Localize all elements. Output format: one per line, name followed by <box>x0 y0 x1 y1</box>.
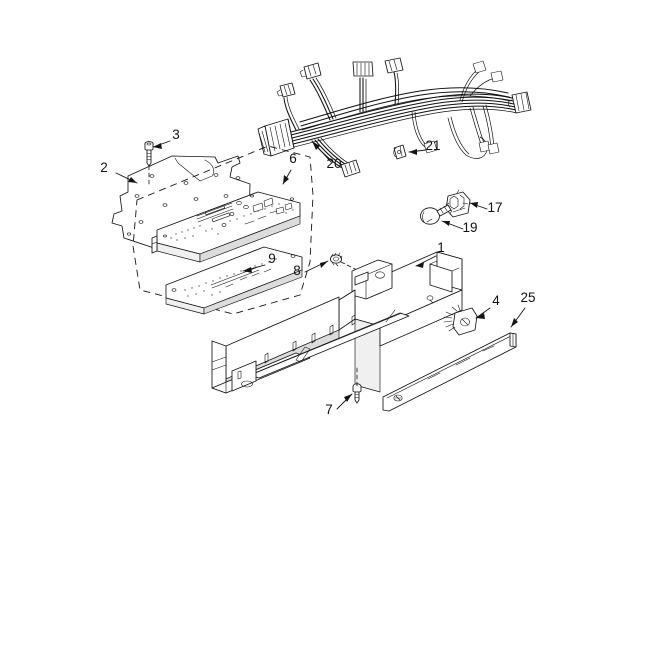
touch-pad-graphics <box>171 254 296 297</box>
callout-3: 3 <box>172 127 180 142</box>
callout-labels: 1 2 3 4 6 7 8 9 17 19 20 21 25 <box>100 127 535 417</box>
control-board-components <box>163 194 295 241</box>
harness-branch-drop-loop <box>411 111 438 154</box>
harness-right-terminal <box>507 91 532 114</box>
screw-lower-part <box>352 365 362 404</box>
callout-25: 25 <box>520 290 535 305</box>
screw-upper-part <box>144 141 154 167</box>
callout-19: 19 <box>462 220 477 235</box>
lamp-socket-part <box>445 189 471 218</box>
light-bracket-clip-part <box>443 304 478 336</box>
harness-branch-upper-left <box>299 62 337 121</box>
harness-branch-mid-top <box>352 61 374 113</box>
console-left-end-detail <box>211 356 257 392</box>
callout-21: 21 <box>425 138 440 153</box>
callout-7: 7 <box>325 402 333 417</box>
harness-branch-right-pigtails <box>459 60 504 155</box>
callout-8: 8 <box>293 263 301 278</box>
callout-17: 17 <box>487 200 502 215</box>
washer-spacer-part <box>329 252 343 267</box>
light-bulb-part <box>420 204 452 225</box>
wire-harness-assembly <box>257 57 532 178</box>
callout-9: 9 <box>268 251 276 266</box>
console-housing-part <box>211 251 463 394</box>
callout-1: 1 <box>437 240 445 255</box>
touch-pad-overlay-part <box>165 246 303 315</box>
callout-leaders <box>115 140 526 410</box>
control-board-part <box>151 191 301 263</box>
harness-branch-lower-connector <box>311 137 361 178</box>
console-internal-ribs <box>264 314 356 364</box>
harness-branch-right-top <box>384 57 404 106</box>
callout-6: 6 <box>289 151 297 166</box>
callout-4: 4 <box>492 293 500 308</box>
callout-2: 2 <box>100 160 108 175</box>
callout-20: 20 <box>326 156 341 171</box>
console-trim-panel-part <box>382 332 517 412</box>
harness-branch-hook <box>447 116 488 159</box>
wire-clip-part <box>393 144 407 160</box>
harness-branch-far-left <box>276 82 300 131</box>
